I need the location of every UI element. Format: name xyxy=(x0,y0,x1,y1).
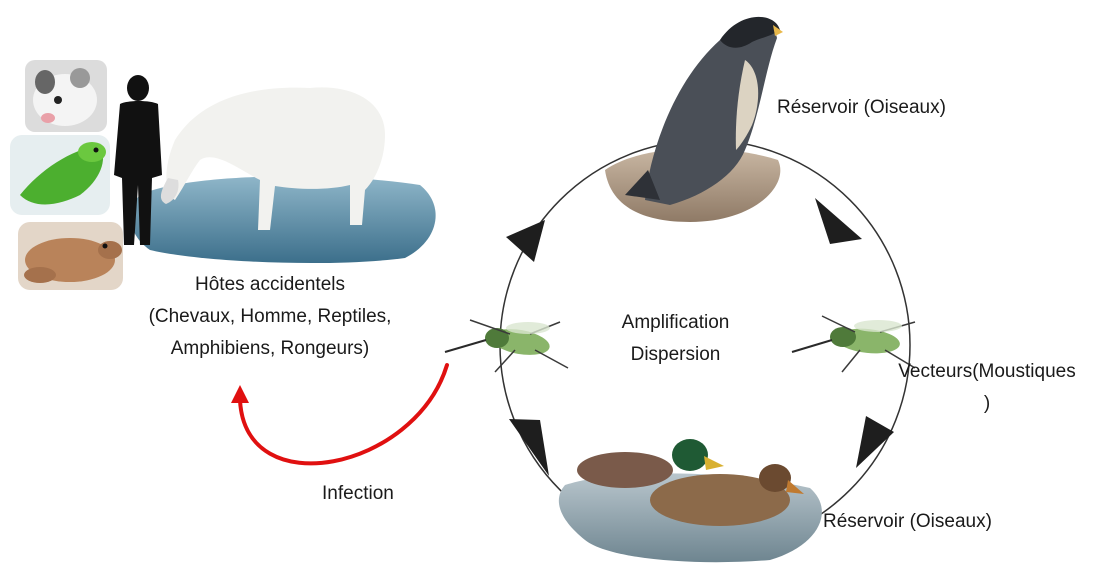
rat-icon xyxy=(25,60,107,132)
mallard-ducks-icon xyxy=(559,439,822,562)
center-label: Amplification Dispersion xyxy=(608,307,743,371)
cycle-arrow-left xyxy=(506,220,545,262)
mosquito-icon xyxy=(445,320,568,372)
iguana-icon xyxy=(10,135,110,215)
infection-arrow xyxy=(240,365,447,463)
infection-arrowhead xyxy=(231,385,249,403)
reservoir-top-label: Réservoir (Oiseaux) xyxy=(777,92,946,124)
cycle-arrow-bottom-left xyxy=(509,419,549,476)
center-label-line2: Dispersion xyxy=(608,339,743,371)
center-label-line1: Amplification xyxy=(608,307,743,339)
vectors-label-line1: Vecteurs(Moustiques xyxy=(870,356,1104,388)
vectors-label-line2: ) xyxy=(870,388,1104,420)
hosts-label-line3: Amphibiens, Rongeurs) xyxy=(100,333,440,365)
vectors-label: Vecteurs(Moustiques ) xyxy=(870,356,1104,420)
falcon-icon xyxy=(605,17,783,222)
reservoir-bottom-label: Réservoir (Oiseaux) xyxy=(823,506,992,538)
hosts-label: Hôtes accidentels (Chevaux, Homme, Repti… xyxy=(100,269,440,365)
hosts-label-line1: Hôtes accidentels xyxy=(100,269,440,301)
infection-label: Infection xyxy=(322,478,394,510)
white-horse-icon xyxy=(131,87,436,263)
hosts-label-line2: (Chevaux, Homme, Reptiles, xyxy=(100,301,440,333)
